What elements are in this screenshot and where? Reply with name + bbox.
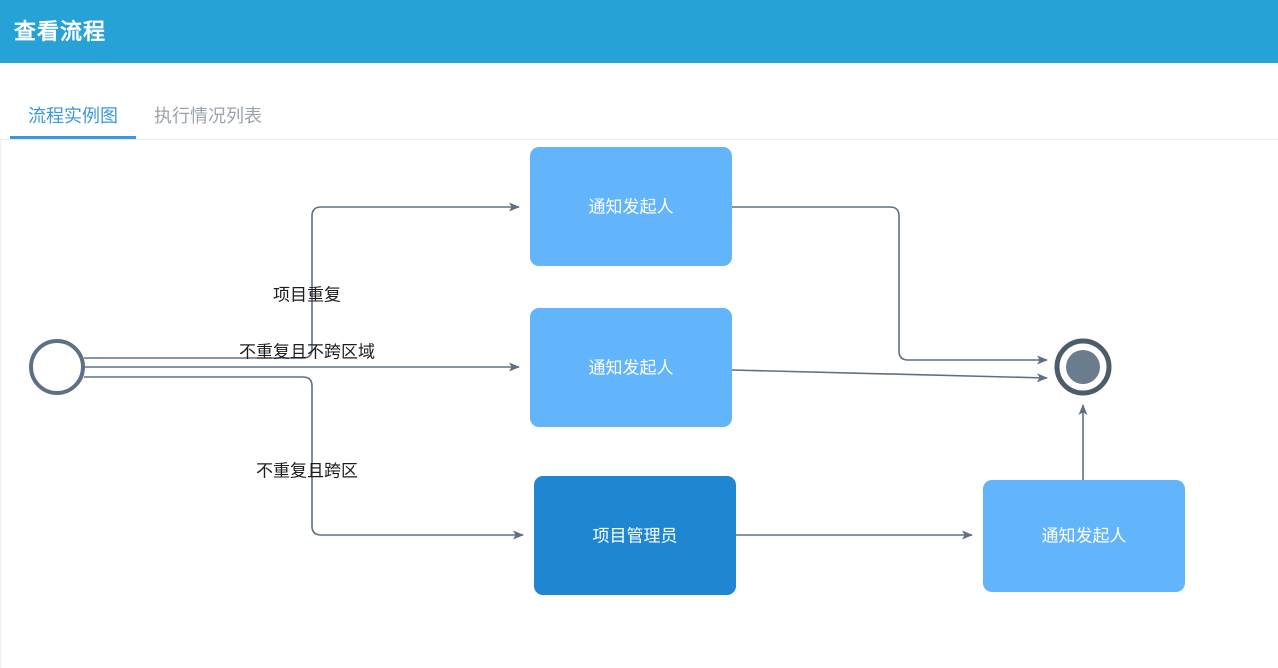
edge-start-to-pm-manager[interactable] xyxy=(84,376,524,540)
node-notify-right[interactable]: 通知发起人 xyxy=(983,480,1185,592)
edge-label-layer: 项目重复 不重复且不跨区域 不重复且跨区 xyxy=(239,285,375,480)
edge-start-to-notify-top[interactable] xyxy=(84,202,520,359)
node-notify-middle[interactable]: 通知发起人 xyxy=(530,308,732,427)
tab-execution-list[interactable]: 执行情况列表 xyxy=(136,107,280,139)
edge-notify-top-to-end[interactable] xyxy=(732,206,1048,365)
edge-notify-middle-to-end[interactable] xyxy=(731,369,1048,383)
diagram-canvas[interactable]: 通知发起人 通知发起人 项目管理员 通知发起人 项目重复 不重复且不跨区域 不重… xyxy=(0,139,1278,668)
page-title: 查看流程 xyxy=(14,18,107,44)
edge-label-no-duplicate-cross-region: 不重复且跨区 xyxy=(256,461,358,480)
node-pm-manager[interactable]: 项目管理员 xyxy=(534,476,736,595)
edge-layer xyxy=(84,202,1088,540)
app-header: 查看流程 xyxy=(0,0,1278,63)
tab-flow-instance-diagram[interactable]: 流程实例图 xyxy=(10,107,136,139)
node-notify-top[interactable]: 通知发起人 xyxy=(530,147,732,266)
flow-diagram-svg: 通知发起人 通知发起人 项目管理员 通知发起人 项目重复 不重复且不跨区域 不重… xyxy=(29,147,1185,595)
tab-list: 流程实例图 执行情况列表 xyxy=(10,107,280,139)
edge-label-project-duplicate: 项目重复 xyxy=(273,285,341,304)
end-event-node[interactable] xyxy=(1054,338,1112,396)
tab-bar: 流程实例图 执行情况列表 xyxy=(0,63,1278,139)
start-event-node[interactable] xyxy=(29,339,85,395)
